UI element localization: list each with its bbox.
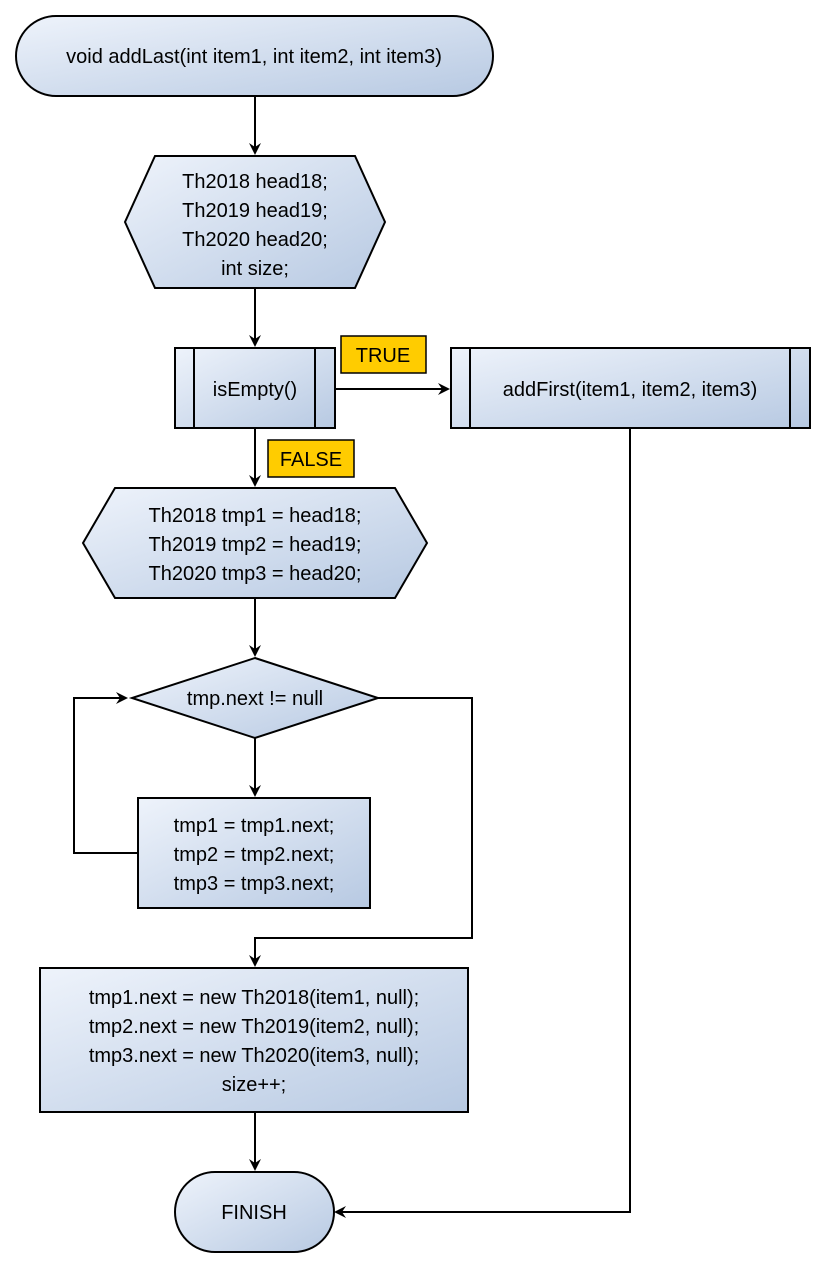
declarations-node: Th2018 head18; Th2019 head19; Th2020 hea…	[123, 155, 387, 289]
false-label-text: FALSE	[280, 449, 342, 471]
addfirst-node-text: addFirst(item1, item2, item3)	[503, 379, 758, 401]
declarations-line: Th2018 head18;	[182, 171, 328, 193]
append-node: tmp1.next = new Th2018(item1, null); tmp…	[39, 967, 469, 1113]
declarations-line: Th2020 head20;	[182, 229, 328, 251]
isempty-node: isEmpty()	[174, 347, 336, 429]
tmp-init-line: Th2019 tmp2 = head19;	[149, 534, 362, 556]
edge-addfirst-to-finish	[334, 429, 631, 1218]
addfirst-node: addFirst(item1, item2, item3)	[450, 347, 811, 429]
finish-node-text: FINISH	[221, 1202, 287, 1224]
finish-node: FINISH	[174, 1171, 335, 1253]
loop-body-line: tmp1 = tmp1.next;	[174, 815, 335, 837]
edge-loopcond-exit-to-append	[249, 697, 473, 967]
edge-loopbody-back-to-loopcond	[73, 692, 138, 854]
true-label-text: TRUE	[356, 345, 410, 367]
edges	[73, 97, 631, 1218]
tmp-init-line: Th2020 tmp3 = head20;	[149, 563, 362, 585]
isempty-node-text: isEmpty()	[213, 379, 297, 401]
start-node-text: void addLast(int item1, int item2, int i…	[66, 46, 442, 68]
declarations-line: int size;	[221, 258, 289, 280]
append-line: tmp2.next = new Th2019(item2, null);	[89, 1016, 419, 1038]
start-node: void addLast(int item1, int item2, int i…	[15, 15, 494, 97]
append-line: tmp1.next = new Th2018(item1, null);	[89, 987, 419, 1009]
loop-body-line: tmp2 = tmp2.next;	[174, 844, 335, 866]
loop-condition-node: tmp.next != null	[128, 656, 382, 740]
false-label: FALSE	[267, 439, 355, 478]
loop-body-line: tmp3 = tmp3.next;	[174, 873, 335, 895]
tmp-init-node: Th2018 tmp1 = head18; Th2019 tmp2 = head…	[81, 487, 429, 599]
declarations-line: Th2019 head19;	[182, 200, 328, 222]
true-label: TRUE	[340, 335, 427, 374]
append-line: tmp3.next = new Th2020(item3, null);	[89, 1045, 419, 1067]
loop-condition-text: tmp.next != null	[187, 688, 323, 710]
loop-body-node: tmp1 = tmp1.next; tmp2 = tmp2.next; tmp3…	[137, 797, 371, 909]
tmp-init-line: Th2018 tmp1 = head18;	[149, 505, 362, 527]
append-line: size++;	[222, 1074, 286, 1096]
